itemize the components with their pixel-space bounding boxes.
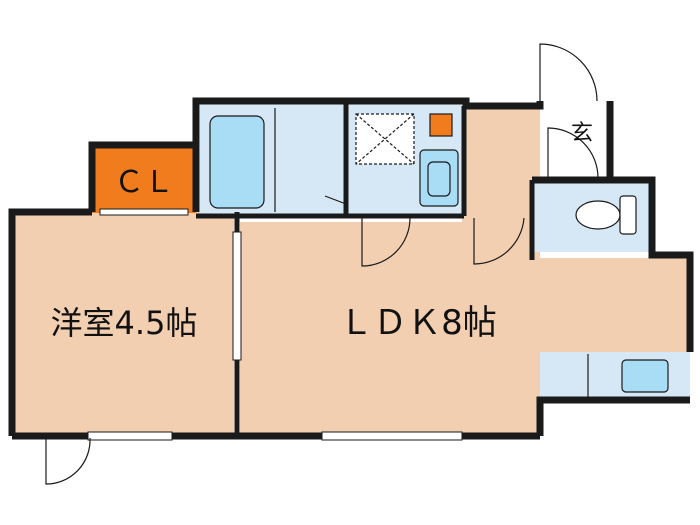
balcony-door-swing (45, 437, 91, 485)
openings (87, 208, 463, 441)
western-room-floor (12, 212, 234, 436)
pan-diag-1 (355, 113, 415, 165)
western-room-label: 洋室4.5帖 (51, 304, 198, 342)
closet-doors (99, 208, 189, 216)
genkan-floor (540, 104, 610, 180)
toilet-tank (619, 195, 637, 235)
pan-diag-2 (355, 113, 415, 165)
walls (8, 97, 694, 440)
kitchen-sink (621, 359, 669, 393)
bathtub (209, 115, 265, 209)
ldk-extension-floor (528, 258, 688, 354)
genkan-door-swing (547, 127, 599, 179)
fixtures (209, 108, 669, 400)
door-swings (45, 43, 599, 485)
ldk-label: ＬＤＫ8帖 (339, 303, 497, 343)
wet-area-outer-wall (192, 97, 544, 212)
outer-wall-west (8, 208, 92, 436)
floors (12, 104, 690, 438)
sliding-door-bedroom (232, 231, 242, 361)
bath-door (324, 195, 347, 205)
entrance-label: 玄 (571, 121, 593, 146)
washroom-door-swing (361, 217, 411, 267)
hall-door-swing (473, 217, 525, 265)
window-south-ldk (321, 431, 463, 441)
wash-basin-bowl (427, 161, 451, 197)
front-door-swing (539, 43, 598, 102)
ldk-floor (240, 222, 540, 438)
closet-area (92, 145, 196, 213)
toilet-wall (532, 176, 694, 352)
window-south-bedroom (87, 431, 173, 441)
meter-box (429, 113, 453, 137)
entrance-hall-floor (462, 106, 542, 222)
toilet-bowl (575, 200, 621, 230)
kitchen-wall (536, 396, 690, 436)
closet-label: ＣＬ (114, 165, 174, 200)
